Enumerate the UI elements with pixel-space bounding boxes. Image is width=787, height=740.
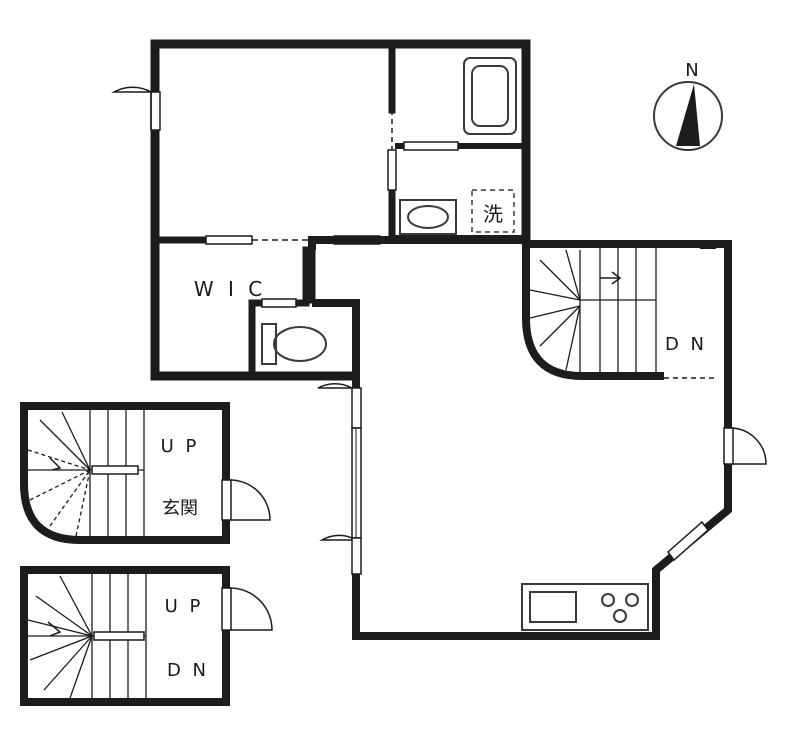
washer-space: [471, 189, 515, 233]
compass-north-label: N: [685, 60, 698, 81]
upper-stair-dn-label: D N: [665, 334, 707, 355]
entrance-block: [20, 402, 271, 544]
bath-sliding-door: [387, 149, 397, 191]
entrance-wall: [20, 402, 230, 544]
main-left-doors: [317, 382, 362, 575]
entrance-up-label: U P: [161, 436, 200, 457]
compass-needle: [676, 84, 700, 146]
main-left-door-top: [351, 387, 362, 429]
compass: N: [653, 60, 723, 151]
wic-label: W I C: [194, 277, 266, 301]
kitchen-counter: [521, 583, 649, 631]
compass-circle: [653, 81, 723, 151]
main-room-wall: [308, 236, 732, 640]
upper-stair: [522, 244, 718, 380]
lower-stair-wall: [20, 566, 230, 706]
laundry-label: 洗: [483, 202, 503, 226]
lower-up-label: U P: [165, 596, 204, 617]
entrance-door: [221, 479, 232, 521]
upper-rooms: [150, 39, 531, 381]
lower-dn-label: D N: [167, 660, 209, 681]
wash-door: [403, 141, 459, 151]
main-right-door: [723, 427, 767, 465]
upper-stair-treads: [529, 248, 657, 372]
sliding-door-left: [205, 235, 253, 245]
wic-toilet-wall: [248, 246, 310, 380]
main-left-door-bottom: [319, 534, 353, 541]
upper-stair-arrow: [600, 271, 622, 285]
bathtub: [463, 57, 517, 135]
upper-stair-wall: [522, 244, 664, 380]
toilet-door: [261, 298, 297, 308]
entrance-label: 玄関: [162, 498, 198, 519]
lower-door: [221, 587, 232, 631]
toilet-right-wall: [308, 246, 360, 380]
lower-stair-treads: [27, 574, 147, 699]
upper-outer-wall: [150, 39, 531, 381]
lower-stair-block: [20, 566, 273, 706]
wash-basin: [399, 199, 457, 235]
main-room: [308, 236, 732, 640]
angled-window: [666, 520, 710, 562]
toilet-fixture: [261, 323, 327, 365]
bedroom-exterior-door: [111, 86, 161, 131]
